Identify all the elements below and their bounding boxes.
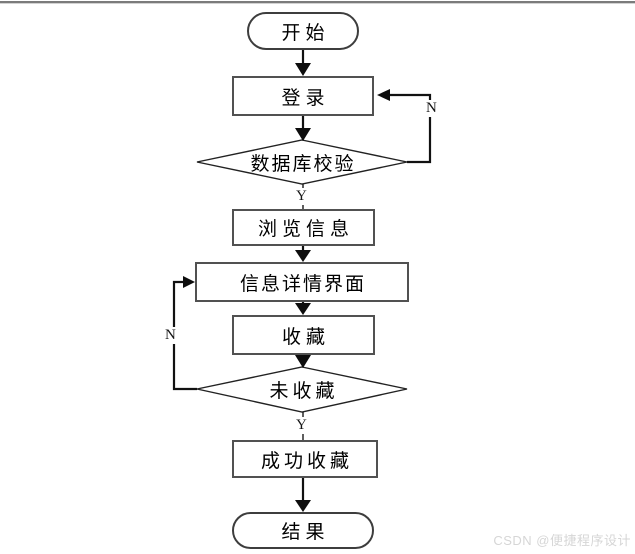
arrowhead-into-end — [295, 500, 311, 512]
node-info-detail: 信息详情界面 — [195, 262, 409, 302]
arrowhead-into-detail-left — [183, 276, 195, 288]
node-favorite-label: 收藏 — [281, 326, 330, 348]
arrowhead-into-favorite — [295, 303, 311, 315]
arrowhead-into-not-favorited — [295, 355, 311, 368]
node-not-favorited-label: 未收藏 — [269, 380, 339, 402]
decision-not-favorited-shape — [196, 366, 408, 413]
node-db-check-label: 数据库校验 — [250, 153, 356, 175]
node-favorite: 收藏 — [232, 315, 375, 355]
node-browse-info-label: 浏览信息 — [257, 219, 354, 240]
decision-db-check-shape — [196, 139, 408, 185]
node-favorite-success-label: 成功收藏 — [260, 450, 353, 472]
edge-label-not-favorited-no: N — [163, 327, 178, 344]
edge-label-not-favorited-yes: Y — [294, 417, 309, 434]
arrowhead-into-detail-top — [295, 250, 311, 262]
edge-db-check-no-loop — [390, 93, 432, 164]
node-browse-info: 浏览信息 — [232, 209, 375, 246]
edge-label-db-check-yes: Y — [294, 188, 309, 205]
edge-label-db-check-no: N — [424, 100, 439, 117]
top-divider — [0, 1, 635, 4]
node-favorite-success: 成功收藏 — [232, 440, 378, 478]
node-db-check: 数据库校验 — [197, 141, 407, 183]
node-login-label: 登录 — [281, 87, 330, 109]
node-end-label: 结果 — [281, 522, 330, 543]
arrowhead-into-db-check — [295, 128, 311, 141]
node-info-detail-label: 信息详情界面 — [239, 273, 366, 295]
node-not-favorited: 未收藏 — [197, 368, 407, 410]
arrowhead-into-login-right — [377, 89, 390, 101]
node-start-label: 开始 — [281, 22, 330, 44]
arrowhead-into-login-top — [295, 63, 311, 76]
node-login: 登录 — [232, 76, 374, 116]
csdn-watermark: CSDN @便捷程序设计 — [493, 533, 631, 548]
node-start: 开始 — [247, 12, 359, 50]
node-end: 结果 — [232, 512, 374, 549]
